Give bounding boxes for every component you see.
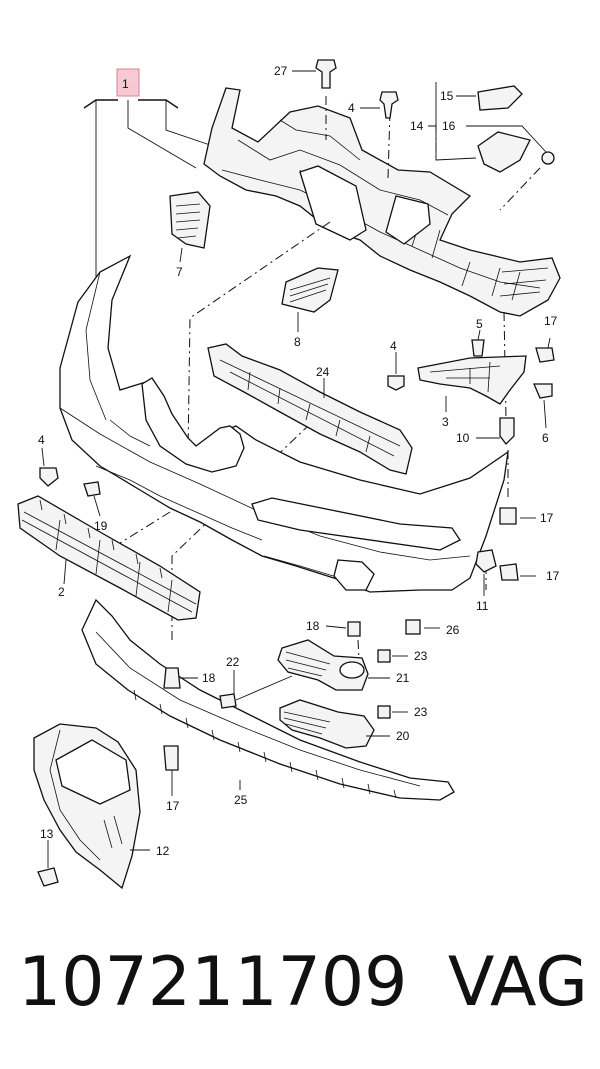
clip-23a: [377, 649, 391, 663]
callout-1-highlight: [116, 68, 140, 97]
callout-24: 24: [316, 365, 330, 379]
brand-label: VAG: [447, 943, 588, 1022]
callout-1: 1: [122, 77, 129, 91]
clip-18-center: [163, 667, 181, 689]
callout-5: 5: [476, 317, 483, 331]
callout-26: 26: [446, 623, 460, 637]
grille-8: [281, 267, 339, 313]
screw-4-top: [379, 91, 399, 119]
callout-23-bottom: 23: [414, 705, 428, 719]
part-number: 107211709: [18, 943, 408, 1022]
callout-25: 25: [234, 793, 248, 807]
bracket-1: [83, 99, 179, 109]
lower-grille-2: [17, 495, 201, 621]
screw-19: [83, 481, 101, 497]
callout-17-right: 17: [546, 569, 560, 583]
callout-17-top: 17: [544, 314, 558, 328]
callout-22: 22: [226, 655, 240, 669]
screw-17-mid: [499, 507, 517, 525]
callout-11: 11: [476, 599, 489, 613]
callout-15: 15: [440, 89, 454, 103]
callout-3: 3: [442, 415, 449, 429]
screw-17-bottom: [163, 745, 179, 771]
fasteners: [37, 59, 555, 887]
callout-8: 8: [294, 335, 301, 349]
callout-20: 20: [396, 729, 410, 743]
exploded-parts-diagram: 1: [17, 59, 561, 890]
callout-19: 19: [94, 519, 108, 533]
callout-23-top: 23: [414, 649, 428, 663]
screw-6: [533, 383, 553, 399]
mounting-bracket-3: [417, 355, 527, 405]
washer-15: [477, 85, 523, 111]
bumper-carrier-frame: [203, 87, 561, 317]
callout-17-mid: 17: [540, 511, 554, 525]
fog-grille-20: [279, 699, 375, 749]
clip-26: [405, 619, 421, 635]
callout-12: 12: [156, 844, 170, 858]
screw-4-mid: [387, 375, 405, 391]
callout-6: 6: [542, 431, 549, 445]
clip-5: [471, 339, 485, 357]
screw-4-left: [39, 467, 59, 487]
rivet-10: [499, 417, 515, 445]
wheel-liner-12: [33, 723, 141, 890]
callout-18-center: 18: [202, 671, 216, 685]
callout-7: 7: [176, 265, 183, 279]
screw-17-top: [535, 347, 555, 363]
callout-16: 16: [442, 119, 456, 133]
callout-13: 13: [40, 827, 54, 841]
callout-27: 27: [274, 64, 288, 78]
clip-23b: [377, 705, 391, 719]
callout-2: 2: [58, 585, 65, 599]
callout-21: 21: [396, 671, 410, 685]
callout-leaders: [41, 70, 551, 868]
callout-10: 10: [456, 431, 470, 445]
bracket-16: [477, 131, 531, 173]
impact-absorber-24: [207, 343, 413, 475]
grille-7: [169, 191, 211, 249]
screw-27: [315, 59, 337, 89]
clip-18-top: [347, 621, 361, 637]
screw-22: [219, 693, 237, 709]
fog-grille-21: [277, 639, 369, 691]
callout-4-mid: 4: [390, 339, 397, 353]
callout-17-bottom: 17: [166, 799, 180, 813]
nut-16: [541, 151, 555, 165]
screw-17-right: [499, 563, 519, 581]
screw-13: [37, 867, 59, 887]
callout-4-top: 4: [348, 101, 355, 115]
callout-14: 14: [410, 119, 424, 133]
bumper-cover: [59, 254, 509, 593]
caption-bar: 107211709 VAG: [18, 938, 588, 1038]
callout-18-top: 18: [306, 619, 320, 633]
lower-spoiler-25: [81, 598, 455, 801]
callout-4-left: 4: [38, 433, 45, 447]
clip-11: [475, 549, 497, 573]
